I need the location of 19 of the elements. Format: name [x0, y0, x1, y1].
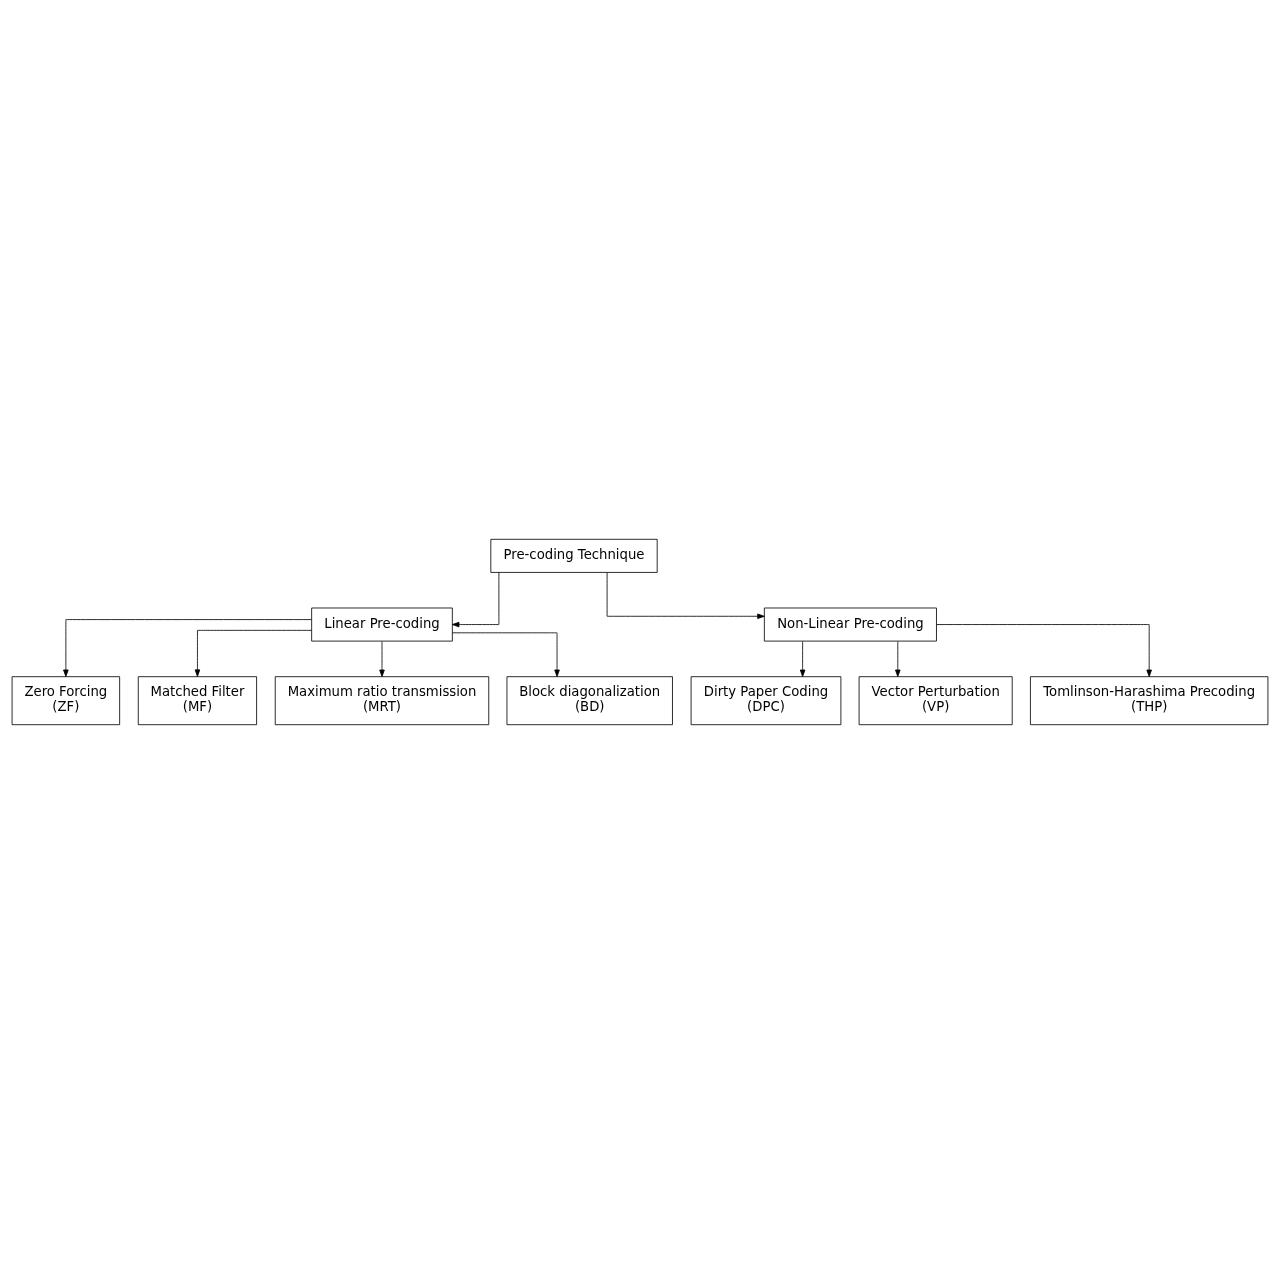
arrow — [194, 629, 312, 677]
node-box: Zero Forcing (ZF) — [11, 676, 121, 726]
arrow — [451, 572, 500, 628]
node-box: Tomlinson-Harashima Precoding (THP) — [1030, 676, 1269, 726]
node-box: Matched Filter (MF) — [137, 676, 258, 726]
arrow — [936, 624, 1152, 677]
node-box: Non-Linear Pre-coding — [763, 607, 937, 642]
node-box: Pre-coding Technique — [490, 538, 658, 573]
node-box: Linear Pre-coding — [311, 607, 453, 642]
arrow — [63, 619, 312, 677]
node-box: Block diagonalization (BD) — [506, 676, 673, 726]
node-box: Maximum ratio transmission (MRT) — [274, 676, 490, 726]
arrow — [895, 641, 901, 678]
arrow — [606, 572, 765, 619]
arrow — [379, 641, 385, 678]
arrow — [452, 632, 560, 677]
node-box: Dirty Paper Coding (DPC) — [690, 676, 842, 726]
arrow — [799, 641, 806, 678]
node-box: Vector Perturbation (VP) — [858, 676, 1013, 726]
